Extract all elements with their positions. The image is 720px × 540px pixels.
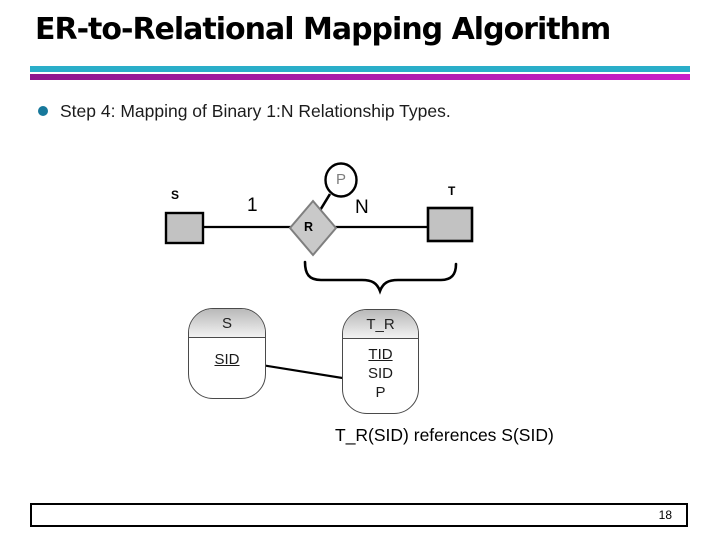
- entity-t-rect: [426, 206, 474, 243]
- accent-bar-cyan: [30, 66, 690, 72]
- entity-s-label: S: [171, 188, 180, 202]
- attribute-p-label: P: [336, 171, 347, 188]
- underbrace: [303, 260, 458, 295]
- fk-caption: T_R(SID) references S(SID): [335, 425, 554, 445]
- table-s-header: S: [189, 309, 265, 338]
- cardinality-n-label: N: [355, 197, 369, 218]
- table-s-name: S: [221, 314, 232, 332]
- accent-bar-purple: [30, 74, 690, 80]
- entity-t-label: T: [448, 184, 456, 198]
- bullet-text: Step 4: Mapping of Binary 1:N Relationsh…: [60, 101, 451, 121]
- table-tr-attr-tid: TID: [368, 346, 393, 363]
- footer-box: 18: [30, 503, 688, 527]
- line-p-to-r: [317, 193, 332, 213]
- table-tr-attr-sid: SID: [367, 365, 393, 382]
- table-s: S SID: [188, 308, 266, 399]
- cardinality-1-label: 1: [247, 195, 258, 216]
- table-tr-header: T_R: [343, 310, 418, 339]
- table-s-attr-sid: SID: [214, 351, 240, 368]
- page-number: 18: [658, 508, 672, 522]
- bullet-item: Step 4: Mapping of Binary 1:N Relationsh…: [38, 99, 451, 123]
- table-s-body: SID: [189, 338, 265, 369]
- slide-title: ER-to-Relational Mapping Algorithm: [35, 12, 611, 47]
- bullet-icon: [38, 106, 48, 116]
- table-tr-name: T_R: [366, 315, 395, 333]
- table-tr-attr-p: P: [375, 384, 386, 401]
- table-tr: T_R TID SID P: [342, 309, 419, 414]
- table-tr-body: TID SID P: [343, 339, 418, 402]
- entity-s-rect: [164, 211, 205, 245]
- relationship-r-label: R: [304, 220, 314, 234]
